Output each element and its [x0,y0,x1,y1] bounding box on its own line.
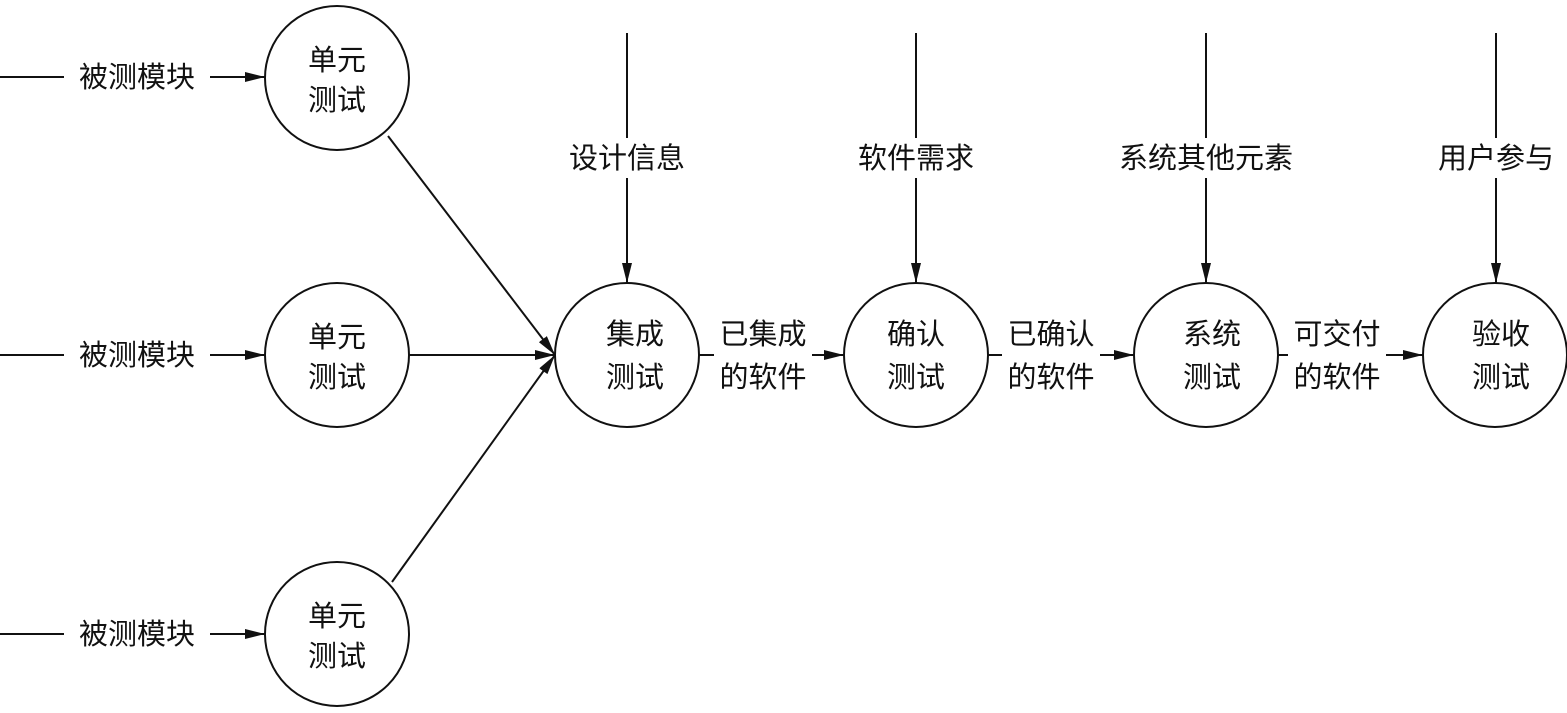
unit-to-integration-arrow-3 [391,354,556,583]
integration-test-label-line1: 集成 [606,317,664,351]
validated-software-label-line1: 已确认 [1007,317,1094,351]
acceptance-test-label-line1: 验收 [1472,317,1530,351]
design-info-label: 设计信息 [569,141,685,175]
unit-test-label-2-line2: 测试 [308,360,366,394]
system-test-node[interactable] [1133,282,1279,428]
integration-test-label-line2: 测试 [606,360,664,394]
unit-test-label-3-line2: 测试 [308,639,366,673]
other-system-elements-label: 系统其他元素 [1119,141,1293,175]
deliverable-software-label-line2: 的软件 [1293,360,1380,394]
unit-test-label-2-line1: 单元 [308,320,366,354]
system-test-label-line2: 测试 [1183,360,1241,394]
unit-to-integration-arrow-1 [387,135,556,356]
integrated-software-label-line2: 的软件 [719,360,806,394]
software-requirements-label: 软件需求 [858,141,974,175]
deliverable-software-label-line1: 可交付 [1293,317,1380,351]
unit-test-label-1-line2: 测试 [308,83,366,117]
acceptance-test-node[interactable] [1422,282,1567,428]
system-test-label-line1: 系统 [1183,317,1241,351]
validated-software-label-line2: 的软件 [1007,360,1094,394]
integration-test-node[interactable] [554,282,700,428]
unit-test-node-2[interactable] [264,282,410,428]
unit-test-label-3-line1: 单元 [308,599,366,633]
integrated-software-label-line1: 已集成 [719,317,806,351]
user-participation-label: 用户参与 [1438,141,1554,175]
validation-test-node[interactable] [843,282,989,428]
unit-test-node-3[interactable] [264,561,410,707]
unit-test-label-1-line1: 单元 [308,43,366,77]
validation-test-label-line2: 测试 [887,360,945,394]
acceptance-test-label-line2: 测试 [1472,360,1530,394]
module-input-label-2: 被测模块 [79,338,195,372]
module-input-label-3: 被测模块 [79,617,195,651]
validation-test-label-line1: 确认 [887,317,945,351]
unit-test-node-1[interactable] [264,5,410,151]
module-input-label-1: 被测模块 [79,60,195,94]
